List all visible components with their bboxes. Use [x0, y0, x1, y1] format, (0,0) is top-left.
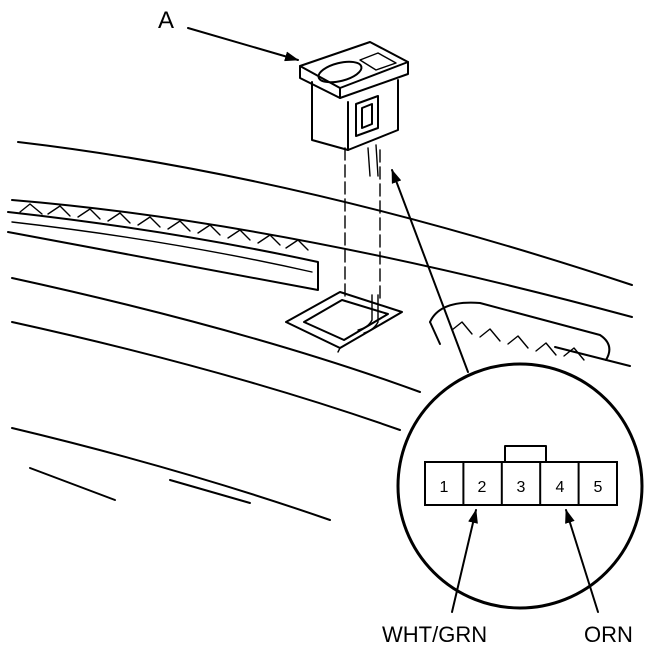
connector-pointer-arrow [391, 169, 469, 373]
trim-panel [11, 141, 633, 521]
switch-mounting-hole [285, 291, 403, 353]
callout-a-label: A [158, 7, 174, 34]
switch-a [299, 41, 409, 177]
left-vent-grille [7, 203, 319, 291]
callout-a-arrow [187, 27, 299, 62]
right-vent-grille [429, 301, 611, 361]
pin-3-label: 3 [517, 479, 526, 496]
wire-pin-4-arrow [565, 509, 599, 613]
pin-1-label: 1 [440, 479, 449, 496]
pin-5-label: 5 [594, 479, 603, 496]
pin-4-label: 4 [556, 479, 565, 496]
wire-label-orn: ORN [584, 622, 633, 647]
pin-2-label: 2 [478, 479, 487, 496]
wire-pin-2-arrow [451, 509, 478, 613]
callout-a: A [158, 7, 299, 62]
connector-detail-view: 1 2 3 4 5 [396, 362, 644, 613]
installation-guide-lines [344, 147, 381, 334]
wire-label-wht-grn: WHT/GRN [382, 622, 487, 647]
connector-body [424, 461, 618, 506]
